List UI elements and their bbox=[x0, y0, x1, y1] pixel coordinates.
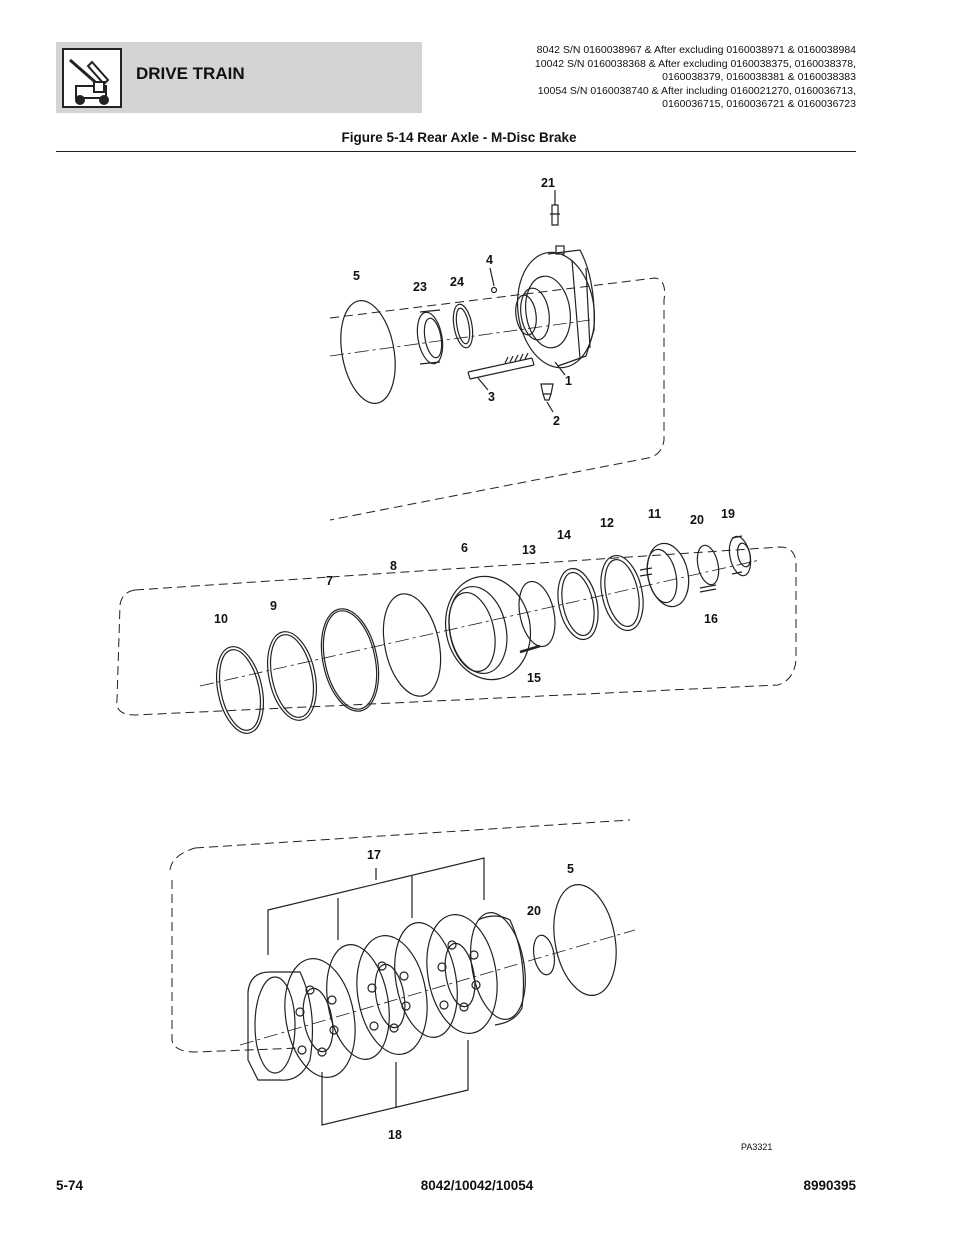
serial-line: 0160036715, 0160036721 & 0160036723 bbox=[662, 98, 856, 110]
section-title: DRIVE TRAIN bbox=[136, 64, 245, 83]
part-disc-friction bbox=[284, 958, 356, 1078]
serial-line: 8042 S/N 0160038967 & After excluding 01… bbox=[536, 44, 856, 56]
part-snap-ring-20 bbox=[532, 934, 556, 976]
callout-15: 15 bbox=[527, 671, 541, 685]
callout-19: 19 bbox=[721, 507, 735, 521]
header-divider bbox=[56, 151, 856, 152]
part-seal-8 bbox=[382, 593, 442, 697]
model-numbers: 8042/10042/10054 bbox=[420, 1178, 534, 1193]
callout-11: 11 bbox=[648, 507, 661, 521]
callout-7: 7 bbox=[326, 574, 333, 588]
part-seal-5 bbox=[340, 299, 396, 405]
part-pin-16 bbox=[699, 584, 717, 593]
callout-18: 18 bbox=[388, 1128, 402, 1142]
callout-24: 24 bbox=[450, 275, 464, 289]
part-disc-separator bbox=[247, 971, 314, 1081]
callout-13: 13 bbox=[522, 543, 536, 557]
part-carrier-11 bbox=[639, 542, 690, 608]
callout-4: 4 bbox=[486, 253, 493, 267]
part-plug-2 bbox=[540, 383, 554, 401]
page-number: 5-74 bbox=[56, 1178, 84, 1193]
document-number: 8990395 bbox=[803, 1178, 856, 1193]
callout-6: 6 bbox=[461, 541, 468, 555]
serial-line: 0160038379, 0160038381 & 0160038383 bbox=[662, 71, 856, 83]
part-bearing-23 bbox=[416, 311, 444, 365]
bracket-17 bbox=[267, 857, 485, 955]
callout-20b: 20 bbox=[527, 904, 541, 918]
part-fitting-21 bbox=[550, 190, 560, 226]
part-snap-ring-20 bbox=[696, 544, 720, 586]
callout-17: 17 bbox=[367, 848, 381, 862]
group-boundary-dashed bbox=[329, 277, 666, 521]
serial-applicability: 8042 S/N 0160038967 & After excluding 01… bbox=[436, 44, 856, 112]
part-ring-24 bbox=[452, 303, 474, 349]
figure-title: Figure 5-14 Rear Axle - M-Disc Brake bbox=[341, 130, 577, 145]
part-housing-1 bbox=[515, 245, 596, 369]
callout-9: 9 bbox=[270, 599, 277, 613]
group-boundary-dashed bbox=[116, 546, 797, 716]
callout-10: 10 bbox=[214, 612, 228, 626]
callout-14: 14 bbox=[557, 528, 571, 542]
bracket-18 bbox=[321, 1040, 469, 1126]
part-pin-4 bbox=[490, 286, 498, 294]
callout-2: 2 bbox=[553, 414, 560, 428]
part-disc-friction bbox=[356, 935, 428, 1055]
part-seal-5 bbox=[553, 884, 617, 996]
part-piston-6 bbox=[444, 575, 532, 681]
part-pin-15 bbox=[519, 644, 541, 654]
callout-1: 1 bbox=[565, 374, 572, 388]
callout-23: 23 bbox=[413, 280, 427, 294]
part-ring-10 bbox=[216, 646, 264, 734]
part-ring-9 bbox=[267, 631, 317, 721]
part-plate-12 bbox=[600, 554, 644, 632]
callout-20: 20 bbox=[690, 513, 704, 527]
callout-5: 5 bbox=[353, 269, 360, 283]
header-banner: DRIVE TRAIN bbox=[56, 42, 422, 113]
part-disc-friction bbox=[426, 914, 498, 1034]
telehandler-icon bbox=[62, 48, 122, 108]
serial-line: 10054 S/N 0160038740 & After including 0… bbox=[537, 84, 856, 97]
callout-3: 3 bbox=[488, 390, 495, 404]
part-plate-14 bbox=[557, 567, 599, 641]
callout-5b: 5 bbox=[567, 862, 574, 876]
figure-title-wrap: Figure 5-14 Rear Axle - M-Disc Brake bbox=[0, 130, 954, 145]
figure-reference-code: PA3321 bbox=[741, 1142, 773, 1152]
part-seal-7 bbox=[320, 608, 380, 712]
serial-line: 10042 S/N 0160038368 & After excluding 0… bbox=[534, 57, 856, 70]
group-boundary-dashed bbox=[169, 819, 631, 1053]
callout-12: 12 bbox=[600, 516, 614, 530]
callout-21: 21 bbox=[541, 176, 555, 190]
part-bolt-3 bbox=[467, 357, 535, 380]
part-gear-19 bbox=[728, 535, 752, 577]
part-ring-13 bbox=[518, 580, 556, 648]
callout-labels: 21 4 5 23 24 1 3 2 11 20 19 12 14 6 13 8… bbox=[214, 176, 735, 1142]
callout-8: 8 bbox=[390, 559, 397, 573]
callout-16: 16 bbox=[704, 612, 718, 626]
